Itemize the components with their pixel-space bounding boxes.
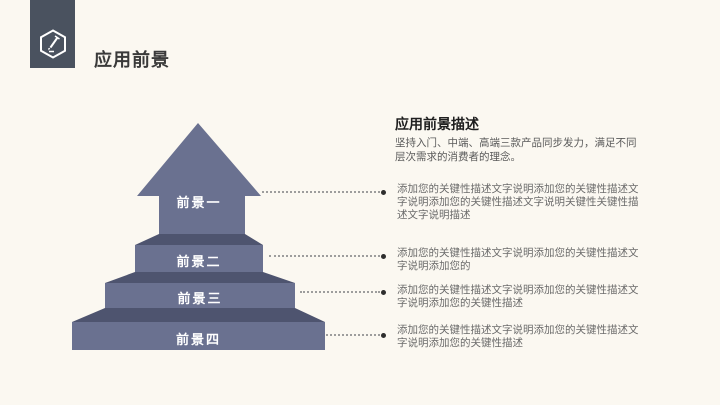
description-line: 层次需求的消费者的理念。 (395, 150, 521, 163)
bullet-line: 添加您的关键性描述文字说明添加您的关键性描述文 (397, 284, 639, 296)
level-1-label: 前景一 (176, 195, 222, 210)
bullet-line: 添加您的关键性描述文字说明添加您的关键性描述文 (397, 247, 639, 259)
connector-level-4 (326, 332, 386, 338)
connector-level-3 (300, 289, 386, 295)
step-3-top-surface (105, 272, 295, 283)
bullet-line: 字说明添加您的关键性描述 (397, 337, 523, 349)
step-3-face (105, 283, 295, 308)
bullet-text-level-4: 添加您的关键性描述文字说明添加您的关键性描述文 字说明添加您的关键性描述 (397, 324, 687, 350)
pencil-hexagon-icon (38, 29, 68, 59)
bullet-line: 字说明添加您的关键性描述 (397, 297, 523, 309)
bullet-line: 述文字说明描述 (397, 209, 471, 221)
page-title: 应用前景 (94, 50, 170, 70)
description-title: 应用前景描述 (395, 116, 479, 132)
bullet-line: 添加您的关键性描述文字说明添加您的关键性描述文 (397, 324, 639, 336)
bullet-line: 字说明添加您的关键性描述文字说明关键性关键性描 (397, 196, 639, 208)
logo-block (30, 0, 75, 68)
connector-level-1 (262, 189, 386, 195)
bullet-text-level-1: 添加您的关键性描述文字说明添加您的关键性描述文 字说明添加您的关键性描述文字说明… (397, 183, 687, 222)
bullet-text-level-2: 添加您的关键性描述文字说明添加您的关键性描述文 字说明添加您的 (397, 247, 687, 273)
description-line: 坚持入门、中端、高端三款产品同步发力，满足不同 (395, 137, 637, 149)
level-2-label: 前景二 (176, 254, 222, 269)
step-4-top-surface (72, 308, 325, 322)
level-3-label: 前景三 (177, 291, 223, 306)
description-body: 坚持入门、中端、高端三款产品同步发力，满足不同 层次需求的消费者的理念。 (395, 137, 685, 164)
diagram-arrow-level-1 (137, 123, 261, 234)
step-2-face (135, 245, 263, 272)
connector-level-2 (269, 253, 386, 259)
level-4-label: 前景四 (175, 332, 221, 347)
bullet-line: 添加您的关键性描述文字说明添加您的关键性描述文 (397, 183, 639, 195)
step-4-face (72, 322, 325, 350)
step-2-top-surface (135, 234, 263, 245)
bullet-line: 字说明添加您的 (397, 260, 471, 272)
bullet-text-level-3: 添加您的关键性描述文字说明添加您的关键性描述文 字说明添加您的关键性描述 (397, 284, 687, 310)
